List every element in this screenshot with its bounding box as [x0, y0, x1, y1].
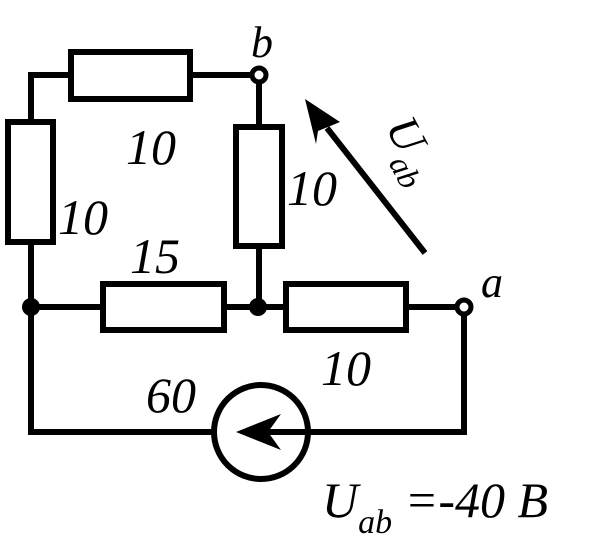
- wires: [28, 72, 467, 435]
- junction-left: [22, 298, 40, 316]
- voltage-arrow-label: Uab: [366, 108, 451, 195]
- result-value: =-40 B: [392, 472, 548, 528]
- terminal-b: [249, 65, 269, 85]
- terminals: [249, 65, 474, 317]
- resistor-middle-vertical: [233, 124, 285, 249]
- resistor-middle-horizontal: [100, 281, 227, 333]
- node-label-a: a: [481, 258, 503, 307]
- resistor-left-value: 10: [58, 189, 108, 245]
- result-label: Uab =-40 B: [322, 472, 548, 541]
- terminal-a: [454, 297, 474, 317]
- current-source-arrow-head: [236, 414, 281, 450]
- resistor-top: [68, 49, 193, 102]
- resistor-left: [5, 119, 56, 245]
- voltage-arrow-head: [305, 99, 340, 144]
- resistor-middle-vertical-value: 10: [287, 160, 337, 216]
- resistor-middle-horizontal-value: 15: [130, 228, 180, 284]
- svg-text:Uab: Uab: [366, 108, 451, 195]
- resistor-bottom-right: [283, 281, 409, 333]
- junctions: [22, 298, 267, 316]
- junction-middle: [249, 298, 267, 316]
- voltage-arrow: [305, 99, 428, 255]
- voltage-arrow-shaft: [324, 126, 428, 255]
- resistor-bottom-right-value: 10: [321, 340, 371, 396]
- current-source: [211, 382, 311, 482]
- result-subscript: ab: [358, 504, 392, 541]
- resistor-top-value: 10: [126, 119, 176, 175]
- node-label-b: b: [251, 18, 273, 67]
- voltage-arrow-subscript: ab: [382, 149, 429, 194]
- resistors: [5, 49, 409, 333]
- current-source-value: 60: [146, 367, 196, 423]
- result-symbol: U: [322, 472, 361, 528]
